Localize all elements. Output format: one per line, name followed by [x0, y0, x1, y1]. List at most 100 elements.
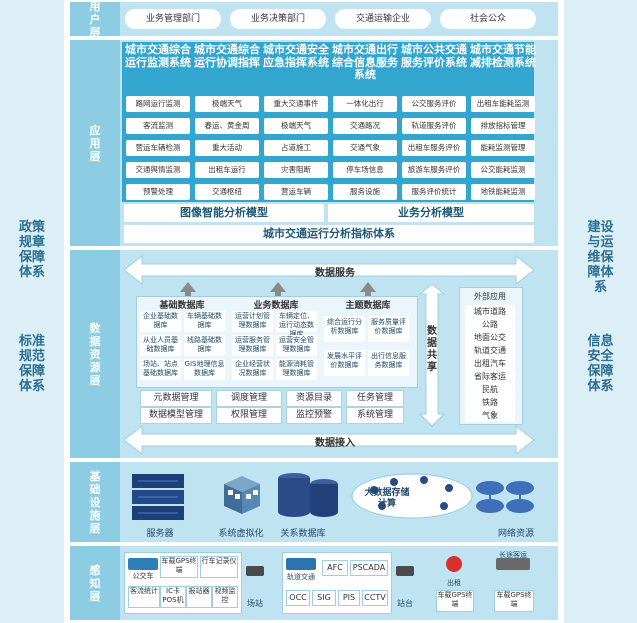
service-evaluation-item: 轨道服务评价: [402, 118, 466, 134]
bus-gps-terminal: 车载GPS终端: [160, 556, 198, 578]
system-title-service-evaluation: 城市公共交通服务评价系统: [401, 43, 467, 69]
monitoring-item: 交通舆情监测: [126, 162, 190, 178]
virtualization-caption: 系统虚拟化: [218, 529, 264, 539]
taxi-gps-terminal: 车载GPS终端: [436, 590, 474, 612]
permission-management: 权限管理: [216, 407, 282, 424]
travel-info-item: 停车场信息: [333, 162, 397, 178]
database-item: 运营计划管理数据库: [232, 311, 273, 332]
system-title-emergency: 城市交通安全应急指挥系统: [263, 43, 329, 69]
coordination-item: 交通枢纽: [195, 184, 259, 200]
taxi-label: 出租: [447, 579, 461, 587]
virtualization-icon: [224, 476, 260, 514]
system-title-energy: 城市交通节能减排检测系统: [470, 43, 536, 69]
data-flow-arrows: [124, 254, 535, 454]
coach-label: 长途客运: [499, 551, 527, 559]
security-guarantee-label: 信息安全保障体系: [587, 334, 614, 394]
index-system: 城市交通运行分析指标体系: [124, 225, 534, 243]
theme-database-title: 主题数据库: [345, 301, 391, 311]
monitoring-alert: 监控预警: [286, 407, 342, 424]
travel-info-item: 交通气象: [333, 140, 397, 156]
system-management: 系统管理: [346, 407, 404, 424]
emergency-item: 重大交通事件: [264, 96, 328, 112]
business-database-title: 业务数据库: [253, 301, 299, 311]
emergency-item: 极端天气: [264, 118, 328, 134]
right-guarantee-panel: 建设与运维保障体系 信息安全保障体系: [564, 0, 637, 623]
data-access-label: 数据接入: [315, 438, 355, 449]
database-cylinder-icon: [278, 473, 338, 517]
coordination-item: 极端天气: [195, 96, 259, 112]
external-app-item: 省际客运: [465, 370, 515, 383]
data-service-arrow: [124, 254, 535, 286]
data-resource-layer-label: 数据资源层: [70, 250, 120, 458]
maintenance-guarantee-label: 建设与运维保障体系: [587, 220, 614, 295]
coach-icon: [496, 558, 530, 570]
user-layer-label: 用户层: [70, 0, 120, 39]
taxi-icon: [446, 556, 462, 572]
occ-box: OCC: [286, 590, 310, 606]
platform-camera-icon: [396, 566, 414, 576]
database-item: 运营安全管理数据库: [276, 335, 317, 356]
database-item: 服务质量评价数据库: [368, 316, 409, 342]
external-app-item: 公路: [465, 318, 515, 331]
emergency-item: 占道施工: [264, 140, 328, 156]
user-group-enterprise: 交通运输企业: [335, 9, 431, 29]
database-item: 车辆基础数据库: [184, 311, 225, 332]
stop-announcer: 报站器: [186, 586, 212, 608]
bus-label: 公交车: [128, 572, 158, 582]
monitoring-item: 路网运行监测: [126, 96, 190, 112]
database-item: 企业经营状况数据库: [232, 359, 273, 380]
database-item: 场站、站点基础数据库: [140, 359, 181, 380]
emergency-item: 营运车辆: [264, 184, 328, 200]
external-app-item: 地面公交: [465, 331, 515, 344]
server-caption: 服务器: [146, 529, 174, 539]
system-title-coordination: 城市交通综合运行协调指挥: [194, 43, 260, 69]
system-title-travel-info: 城市交通出行综合信息服务系统: [332, 43, 398, 81]
left-guarantee-panel: 政策规章保障体系 标准规范保障体系: [0, 0, 64, 623]
image-analysis-model: 图像智能分析模型: [124, 204, 324, 222]
external-app-item: 气象: [465, 409, 515, 422]
external-app-item: 铁路: [465, 396, 515, 409]
service-evaluation-item: 出租车服务评价: [402, 140, 466, 156]
db-up-arrow: [270, 282, 286, 296]
energy-item: 地铁能耗监测: [471, 184, 535, 200]
rail-transit-label: 轨道交通: [287, 573, 315, 581]
big-data-cloud-icon: [351, 473, 473, 519]
camera-icon: [246, 566, 264, 576]
data-access-arrow: [124, 424, 535, 454]
pscada-box: PSCADA: [350, 560, 388, 576]
service-evaluation-item: 旅游车服务评价: [402, 162, 466, 178]
database-item: 发展水平评价数据库: [324, 350, 365, 376]
pis-box: PIS: [338, 590, 360, 606]
database-item: GIS地理信息数据库: [184, 359, 225, 380]
relational-db-caption: 关系数据库: [280, 529, 326, 539]
coach-gps-terminal: 车载GPS终端: [494, 590, 534, 612]
afc-box: AFC: [322, 560, 348, 576]
database-item: 能源消耗管理数据库: [276, 359, 317, 380]
external-app-item: 轨道交通: [465, 344, 515, 357]
bus-icon: [128, 558, 158, 570]
service-evaluation-item: 公交服务评价: [402, 96, 466, 112]
energy-item: 排放指标管理: [471, 118, 535, 134]
database-item: 车辆定位、运行动态数据库: [276, 311, 317, 338]
coordination-item: 出租车运行: [195, 162, 259, 178]
travel-info-item: 一体化出行: [333, 96, 397, 112]
external-app-item: 民航: [465, 383, 515, 396]
data-sharing-label: 数据共享: [427, 326, 437, 373]
energy-item: 公交能耗监测: [471, 162, 535, 178]
travel-info-item: 交通路况: [333, 118, 397, 134]
database-item: 从业人员基础数据库: [140, 335, 181, 356]
data-model-management: 数据模型管理: [140, 407, 212, 424]
database-item: 出行信息服务数据库: [368, 350, 409, 376]
monitoring-item: 预警处理: [126, 184, 190, 200]
perception-layer-label: 感知层: [70, 546, 120, 620]
database-item: 线路基础数据库: [184, 335, 225, 356]
big-data-caption: 大数据存储计算: [364, 488, 410, 509]
user-group-decision: 业务决策部门: [230, 9, 326, 29]
user-group-management: 业务管理部门: [125, 9, 221, 29]
data-service-label: 数据服务: [315, 268, 355, 279]
user-group-public: 社会公众: [440, 9, 536, 29]
sig-box: SIG: [312, 590, 336, 606]
system-title-monitoring: 城市交通综合运行监测系统: [125, 43, 191, 69]
energy-item: 出租车能耗监测: [471, 96, 535, 112]
database-item: 企业基础数据库: [140, 311, 181, 332]
